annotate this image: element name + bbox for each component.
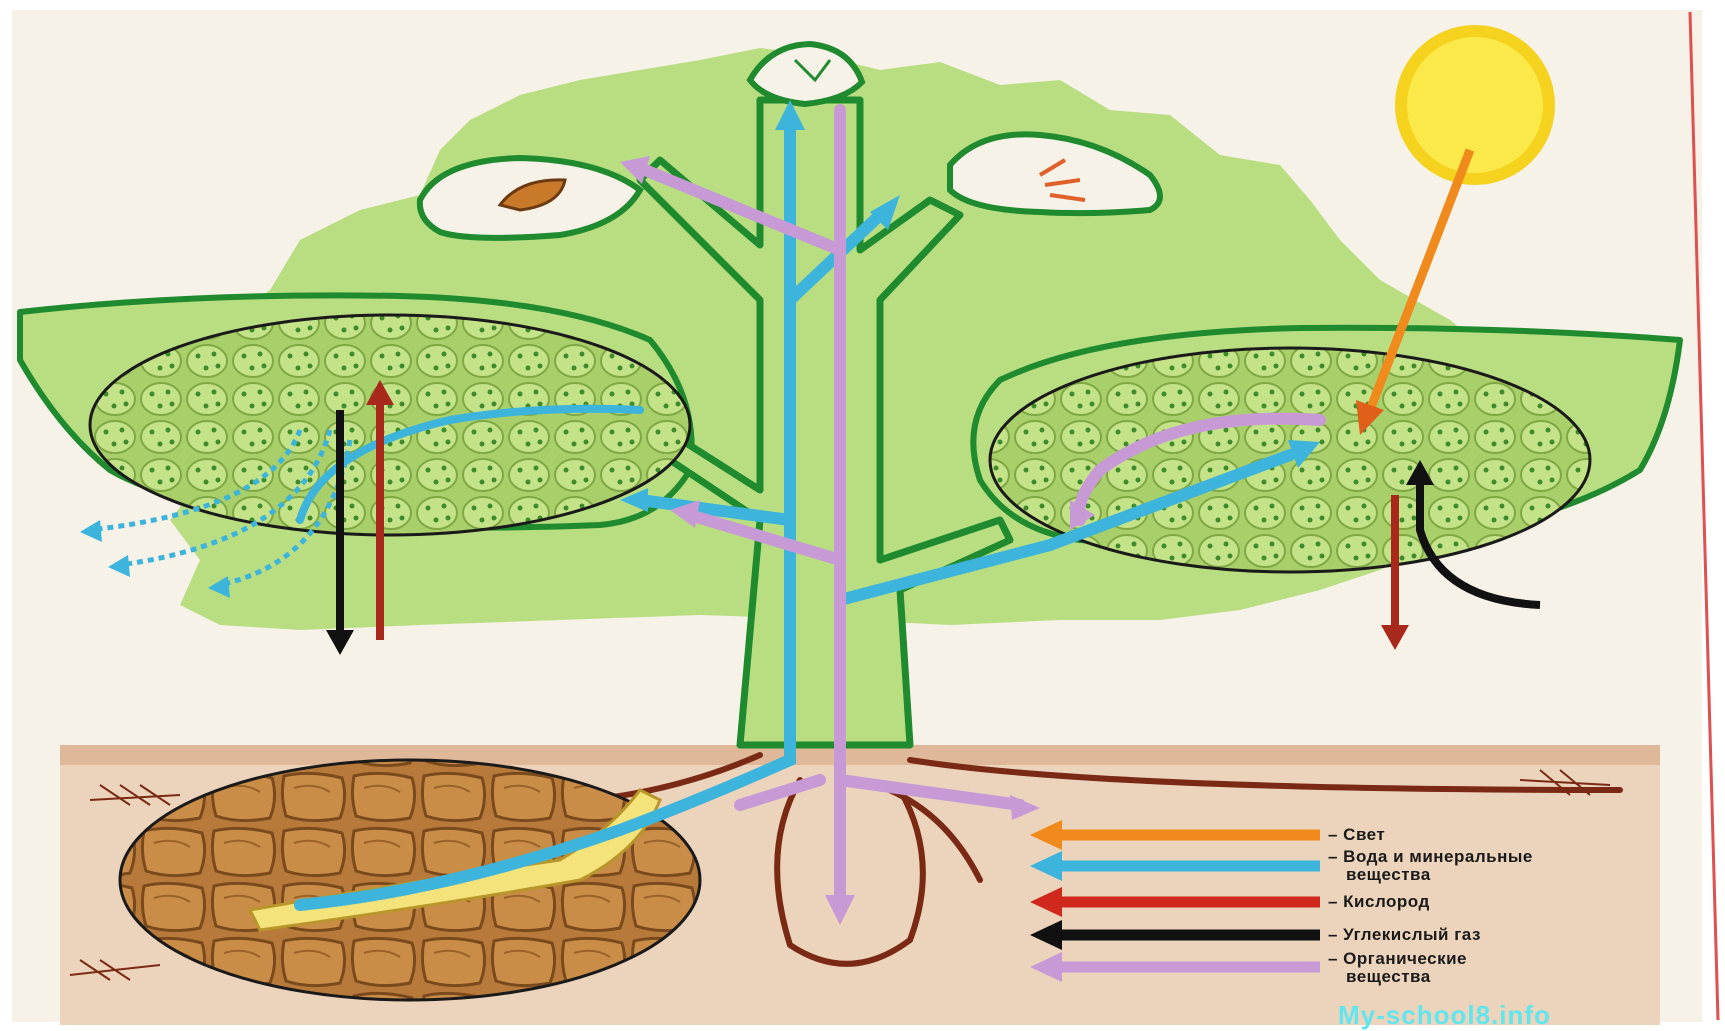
legend-label-organic: – Органические xyxy=(1328,950,1467,967)
root-soil-magnifier xyxy=(120,760,700,1000)
legend-label-light: – Свет xyxy=(1328,826,1385,843)
legend-label-organic-line2: вещества xyxy=(1346,968,1431,985)
legend-label-co2: – Углекислый газ xyxy=(1328,926,1481,943)
legend-label-water-line2: вещества xyxy=(1346,866,1431,883)
legend-label-water: – Вода и минеральные xyxy=(1328,848,1533,865)
legend-label-oxygen: – Кислород xyxy=(1328,893,1430,910)
watermark: My-school8.info xyxy=(1338,1000,1551,1031)
sun-icon xyxy=(1395,25,1555,185)
